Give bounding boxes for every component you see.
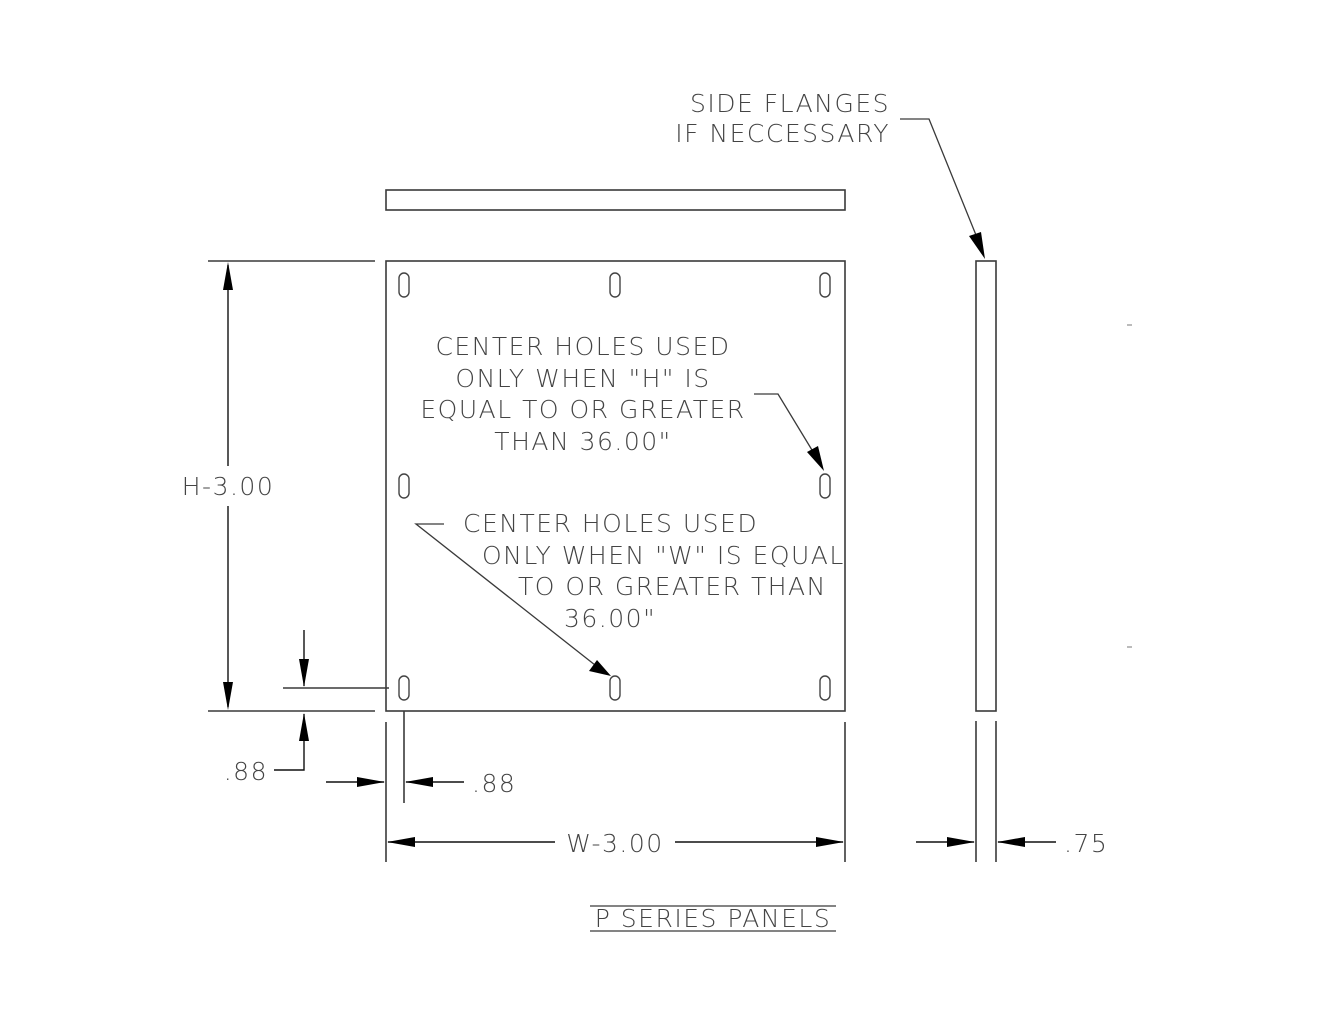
- arrowhead-icon: [947, 837, 975, 847]
- h-note-line2: ONLY WHEN "H" IS: [455, 364, 710, 393]
- h-note-line4: THAN 36.00": [494, 427, 671, 456]
- width-dimension: W-3.00: [387, 722, 846, 862]
- height-dimension-label: H-3.00: [182, 472, 274, 501]
- hole-bottom-right: [819, 675, 831, 701]
- arrowhead-icon: [589, 660, 611, 676]
- side-flange-view: [975, 260, 997, 712]
- arrowhead-icon: [299, 659, 309, 687]
- arrowhead-icon: [405, 777, 433, 787]
- width-dimension-label: W-3.00: [566, 829, 663, 858]
- w-note-line1: CENTER HOLES USED: [463, 509, 758, 538]
- horizontal-offset-dimension: .88: [326, 711, 516, 862]
- hole-top-right: [819, 272, 831, 298]
- arrowhead-icon: [223, 262, 233, 290]
- w-center-holes-callout: CENTER HOLES USED ONLY WHEN "W" IS EQUAL…: [414, 509, 845, 676]
- drawing-title: P SERIES PANELS: [590, 904, 836, 933]
- w-note-leader: [414, 523, 596, 666]
- h-note-line3: EQUAL TO OR GREATER: [420, 395, 745, 424]
- title-label: P SERIES PANELS: [595, 904, 831, 933]
- hole-bottom-center: [609, 675, 621, 701]
- side-flange-note-line2: IF NECCESSARY: [675, 119, 890, 148]
- arrowhead-icon: [387, 837, 415, 847]
- arrowhead-icon: [997, 837, 1025, 847]
- hole-bottom-left: [398, 675, 410, 701]
- flange-thickness-dimension: .75: [916, 721, 1108, 862]
- w-note-line3: TO OR GREATER THAN: [518, 572, 827, 601]
- horizontal-offset-label: .88: [472, 769, 516, 798]
- hole-mid-left: [398, 473, 410, 499]
- height-dimension: H-3.00: [182, 260, 375, 712]
- side-flange-callout: SIDE FLANGES IF NECCESSARY: [675, 89, 985, 259]
- arrowhead-icon: [299, 713, 309, 741]
- vertical-offset-label: .88: [224, 757, 268, 786]
- hole-top-center: [609, 272, 621, 298]
- h-note-leader: [754, 393, 816, 456]
- arrowhead-icon: [807, 446, 824, 471]
- top-flange-view: [385, 189, 846, 211]
- hole-mid-right: [819, 473, 831, 499]
- mounting-holes: [398, 272, 831, 701]
- side-flange-leader: [900, 118, 979, 241]
- arrowhead-icon: [357, 777, 385, 787]
- h-note-line1: CENTER HOLES USED: [435, 332, 730, 361]
- side-flange-note-line1: SIDE FLANGES: [690, 89, 890, 118]
- vertical-offset-dimension: .88: [224, 630, 389, 786]
- arrowhead-icon: [223, 682, 233, 710]
- w-note-line4: 36.00": [564, 604, 656, 633]
- panel-outline: [385, 260, 846, 712]
- h-center-holes-callout: CENTER HOLES USED ONLY WHEN "H" IS EQUAL…: [420, 332, 824, 471]
- arrowhead-icon: [969, 232, 985, 259]
- hole-top-left: [398, 272, 410, 298]
- w-note-line2: ONLY WHEN "W" IS EQUAL: [482, 541, 845, 570]
- arrowhead-icon: [816, 837, 844, 847]
- flange-thickness-label: .75: [1064, 829, 1108, 858]
